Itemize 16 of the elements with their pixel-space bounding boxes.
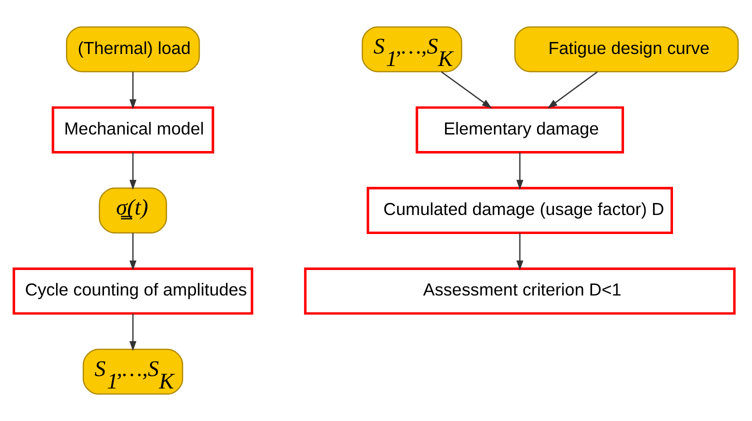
arrow (516, 233, 524, 270)
node-box: Mechanical model (52, 106, 214, 154)
node-box: Fatigue design curve (514, 26, 739, 72)
arrow (547, 71, 598, 108)
node-box: Cumulated damage (usage factor) D (366, 186, 673, 234)
arrow (129, 314, 136, 352)
node-box: Elementary damage (416, 106, 624, 154)
node-box: Cycle counting of amplitudes (12, 268, 254, 315)
node-box: Assessment criterion D<1 (304, 268, 736, 315)
node-box: σ̳(t) (98, 188, 168, 234)
arrow (516, 152, 524, 190)
arrow (129, 72, 136, 110)
arrow (441, 71, 492, 108)
arrow (129, 152, 136, 190)
arrow (129, 233, 136, 270)
node-box: (Thermal) load (66, 26, 200, 72)
